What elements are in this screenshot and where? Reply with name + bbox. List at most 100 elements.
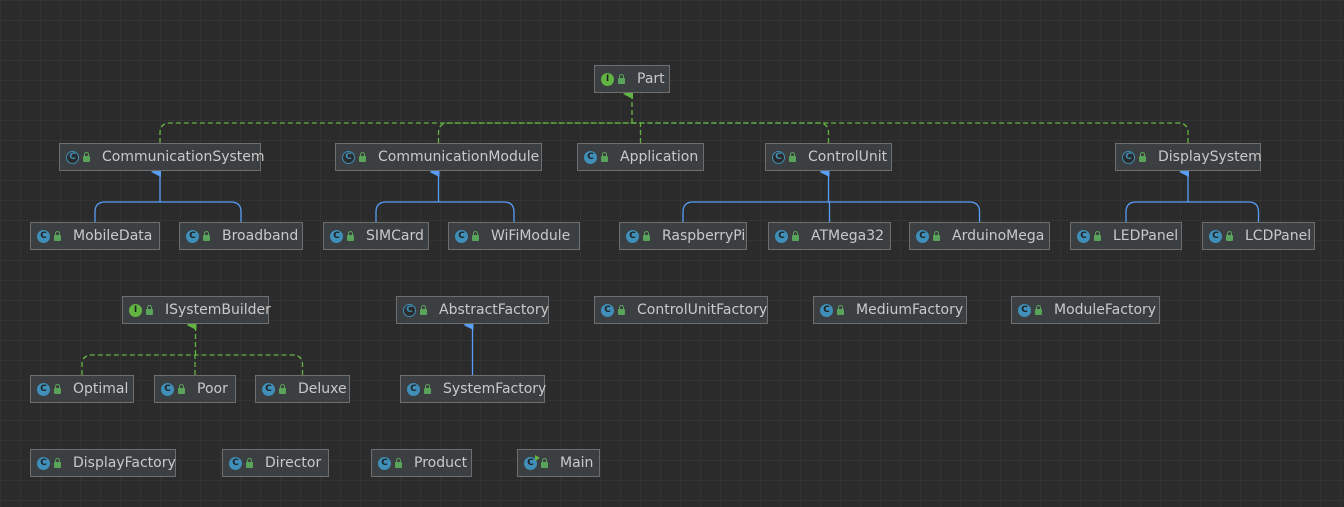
- class-node-control-unit-factory[interactable]: C ControlUnitFactory: [594, 296, 768, 324]
- interface-icon: I: [601, 72, 614, 86]
- class-icon: C: [584, 150, 597, 164]
- class-node-label: SIMCard: [366, 228, 424, 244]
- relation-edge-deluxe: [195, 354, 304, 375]
- class-node-communication-system[interactable]: C CommunicationSystem: [59, 143, 265, 171]
- class-node-control-unit[interactable]: C ControlUnit: [765, 143, 892, 171]
- class-node-arduino-mega[interactable]: C ArduinoMega: [909, 222, 1050, 250]
- class-node-main[interactable]: C Main: [517, 449, 600, 477]
- lock-icon: [933, 231, 940, 241]
- class-node-label: Poor: [197, 381, 228, 397]
- class-node-product[interactable]: C Product: [371, 449, 472, 477]
- relation-edge-wifi_module: [438, 201, 515, 222]
- class-node-medium-factory[interactable]: C MediumFactory: [813, 296, 967, 324]
- class-node-label: Broadband: [222, 228, 299, 244]
- class-node-label: LCDPanel: [1245, 228, 1312, 244]
- class-icon: C: [601, 303, 614, 317]
- abstract-class-icon: C: [772, 150, 785, 164]
- lock-icon: [1035, 305, 1042, 315]
- lock-icon: [54, 458, 61, 468]
- class-icon: C: [378, 456, 391, 470]
- class-icon: C: [1077, 229, 1090, 243]
- class-node-raspberry-pi[interactable]: C RaspberryPi: [619, 222, 747, 250]
- class-node-mobile-data[interactable]: C MobileData: [30, 222, 160, 250]
- class-node-label: DisplayFactory: [73, 455, 176, 471]
- class-node-label: Deluxe: [298, 381, 347, 397]
- relation-edge-mobile_data: [94, 201, 160, 222]
- class-node-label: WiFiModule: [491, 228, 571, 244]
- class-node-label: Product: [414, 455, 468, 471]
- class-node-module-factory[interactable]: C ModuleFactory: [1011, 296, 1160, 324]
- class-node-label: ArduinoMega: [952, 228, 1045, 244]
- class-node-label: Application: [620, 149, 699, 165]
- class-node-label: ModuleFactory: [1054, 302, 1157, 318]
- lock-icon: [541, 458, 548, 468]
- class-node-atmega32[interactable]: C ATMega32: [768, 222, 891, 250]
- abstract-class-icon: C: [66, 150, 79, 164]
- lock-icon: [83, 152, 90, 162]
- class-node-label: Main: [560, 455, 594, 471]
- class-node-label: ATMega32: [811, 228, 885, 244]
- relation-edge-application: [632, 122, 642, 143]
- class-node-label: RaspberryPi: [662, 228, 746, 244]
- class-node-sim-card[interactable]: C SIMCard: [323, 222, 429, 250]
- class-node-application[interactable]: C Application: [577, 143, 704, 171]
- relation-edge-display_system: [632, 122, 1189, 143]
- class-node-wifi-module[interactable]: C WiFiModule: [448, 222, 580, 250]
- relation-edge-optimal: [81, 354, 196, 375]
- lock-icon: [1139, 152, 1146, 162]
- class-icon: C: [37, 456, 50, 470]
- class-node-label: Part: [637, 71, 665, 87]
- class-node-part[interactable]: I Part: [594, 65, 670, 93]
- class-node-communication-module[interactable]: C CommunicationModule: [335, 143, 542, 171]
- lock-icon: [837, 305, 844, 315]
- class-node-system-factory[interactable]: C SystemFactory: [400, 375, 547, 403]
- relation-edge-raspberry_pi: [682, 201, 829, 222]
- lock-icon: [347, 231, 354, 241]
- class-icon: C: [161, 382, 174, 396]
- class-node-label: SystemFactory: [443, 381, 547, 397]
- lock-icon: [643, 231, 650, 241]
- class-icon: C: [1209, 229, 1222, 243]
- class-node-display-system[interactable]: C DisplaySystem: [1115, 143, 1262, 171]
- lock-icon: [1226, 231, 1233, 241]
- lock-icon: [146, 305, 153, 315]
- class-node-label: DisplaySystem: [1158, 149, 1262, 165]
- class-icon: C: [626, 229, 639, 243]
- class-node-lcd-panel[interactable]: C LCDPanel: [1202, 222, 1315, 250]
- class-node-abstract-factory[interactable]: C AbstractFactory: [396, 296, 549, 324]
- class-node-label: ISystemBuilder: [165, 302, 271, 318]
- lock-icon: [54, 384, 61, 394]
- lock-icon: [246, 458, 253, 468]
- relation-edge-communication_system: [159, 122, 632, 143]
- lock-icon: [601, 152, 608, 162]
- class-node-deluxe[interactable]: C Deluxe: [255, 375, 350, 403]
- lock-icon: [54, 231, 61, 241]
- class-node-led-panel[interactable]: C LEDPanel: [1070, 222, 1182, 250]
- class-node-optimal[interactable]: C Optimal: [30, 375, 134, 403]
- relation-edge-control_unit: [632, 122, 830, 143]
- class-node-poor[interactable]: C Poor: [154, 375, 236, 403]
- class-node-isystem-builder[interactable]: I ISystemBuilder: [122, 296, 271, 324]
- class-icon: C: [37, 382, 50, 396]
- class-node-display-factory[interactable]: C DisplayFactory: [30, 449, 176, 477]
- lock-icon: [472, 231, 479, 241]
- class-node-broadband[interactable]: C Broadband: [179, 222, 303, 250]
- class-node-label: Optimal: [73, 381, 129, 397]
- class-node-label: CommunicationModule: [378, 149, 540, 165]
- class-node-label: AbstractFactory: [439, 302, 549, 318]
- class-node-director[interactable]: C Director: [222, 449, 329, 477]
- relation-edge-broadband: [160, 201, 242, 222]
- class-node-label: MediumFactory: [856, 302, 964, 318]
- class-node-label: ControlUnitFactory: [637, 302, 768, 318]
- class-icon: C: [820, 303, 833, 317]
- lock-icon: [279, 384, 286, 394]
- lock-icon: [395, 458, 402, 468]
- lock-icon: [618, 74, 625, 84]
- class-icon: C: [775, 229, 788, 243]
- class-node-label: LEDPanel: [1113, 228, 1179, 244]
- lock-icon: [792, 231, 799, 241]
- interface-icon: I: [129, 303, 142, 317]
- relation-edge-sim_card: [375, 201, 439, 222]
- class-icon: C: [330, 229, 343, 243]
- relation-edge-communication_module: [437, 122, 632, 143]
